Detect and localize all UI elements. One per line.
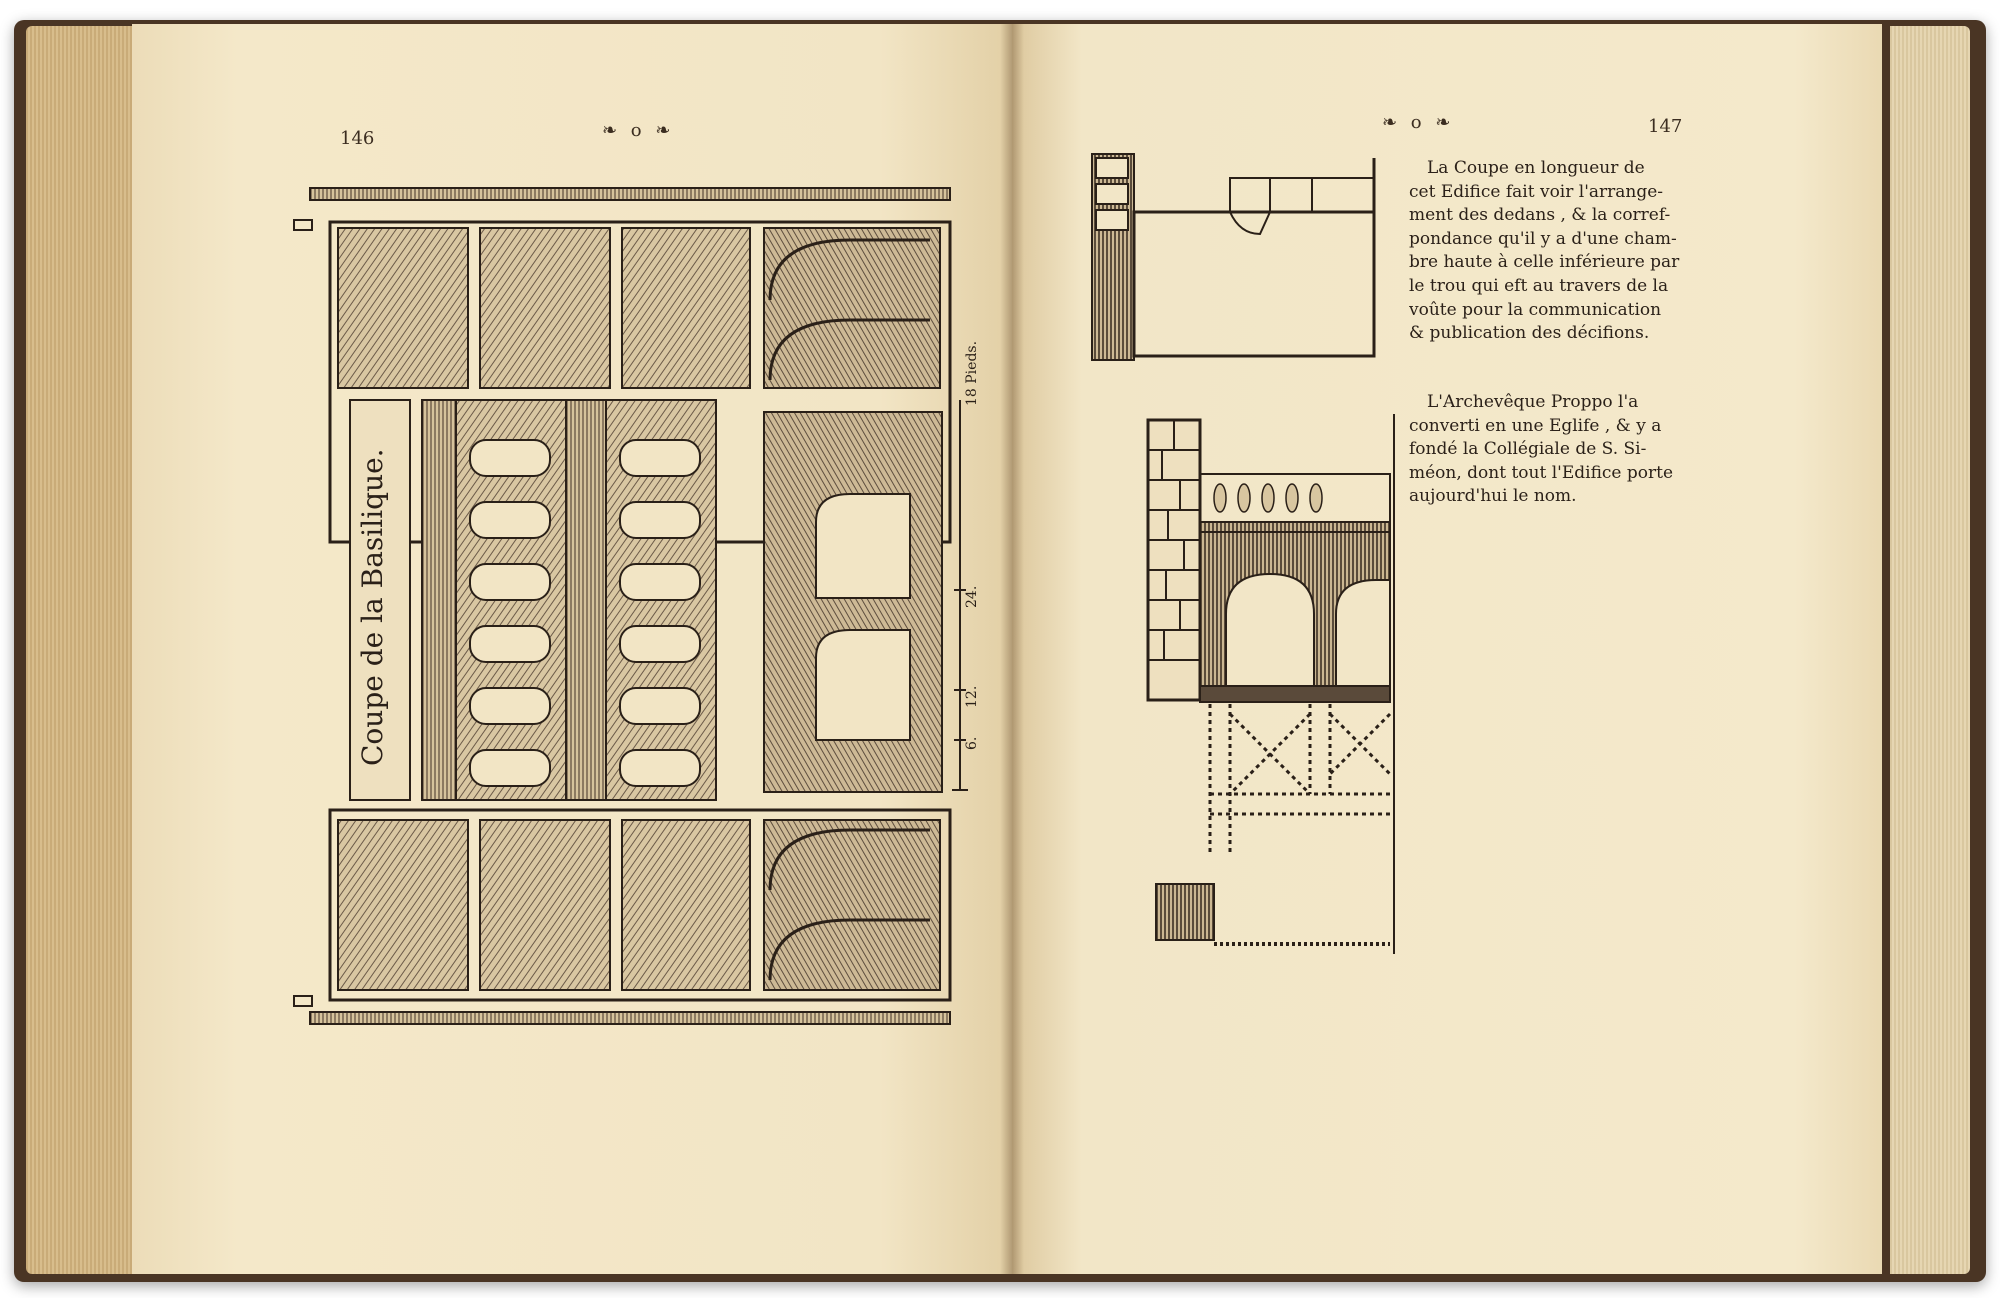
text-line: méon, dont tout l'Edifice porte <box>1409 462 1674 483</box>
text-line: La Coupe en longueur de <box>1427 158 1645 178</box>
text-line: fondé la Collégiale de S. Si- <box>1409 439 1647 460</box>
book-gutter <box>1000 24 1024 1274</box>
basilica-section-plate <box>293 187 968 1025</box>
page-edges-right <box>1890 26 1970 1274</box>
text-line: L'Archevêque Proppo l'a <box>1427 392 1639 412</box>
scale-tick-12: 12. <box>964 685 980 708</box>
plate-title: Coupe de la Basilique. <box>356 448 389 766</box>
upper-chamber-plate <box>1091 153 1376 361</box>
scale-unit-label: 18 Pieds. <box>964 340 980 406</box>
text-line: cet Edifice fait voir l'arrange- <box>1409 181 1664 202</box>
text-line: le trou qui eft au travers de la <box>1409 275 1669 296</box>
text-line: converti en une Eglife , & y a <box>1409 415 1662 436</box>
text-line: aujourd'hui le nom. <box>1409 486 1577 507</box>
text-line: ment des dedans , & la corref- <box>1409 205 1671 226</box>
left-headpiece-ornament: ❧ o ❧ <box>602 120 675 141</box>
scale-tick-24: 24. <box>964 585 980 608</box>
paragraph-description: La Coupe en longueur de cet Edifice fait… <box>1409 157 1681 346</box>
right-page-number: 147 <box>1648 116 1683 137</box>
scale-tick-6: 6. <box>964 736 980 750</box>
paragraph-history: L'Archevêque Proppo l'a converti en une … <box>1409 391 1681 509</box>
arcade-section-plate <box>1146 414 1395 954</box>
text-line: bre haute à celle inférieure par <box>1409 252 1680 273</box>
text-line: voûte pour la communication <box>1409 299 1662 320</box>
page-edges-left <box>26 26 136 1274</box>
text-line: & publication des décifions. <box>1409 323 1650 344</box>
left-page-number: 146 <box>340 128 375 149</box>
text-line: pondance qu'il y a d'une cham- <box>1409 228 1677 249</box>
right-headpiece-ornament: ❧ o ❧ <box>1382 112 1455 133</box>
